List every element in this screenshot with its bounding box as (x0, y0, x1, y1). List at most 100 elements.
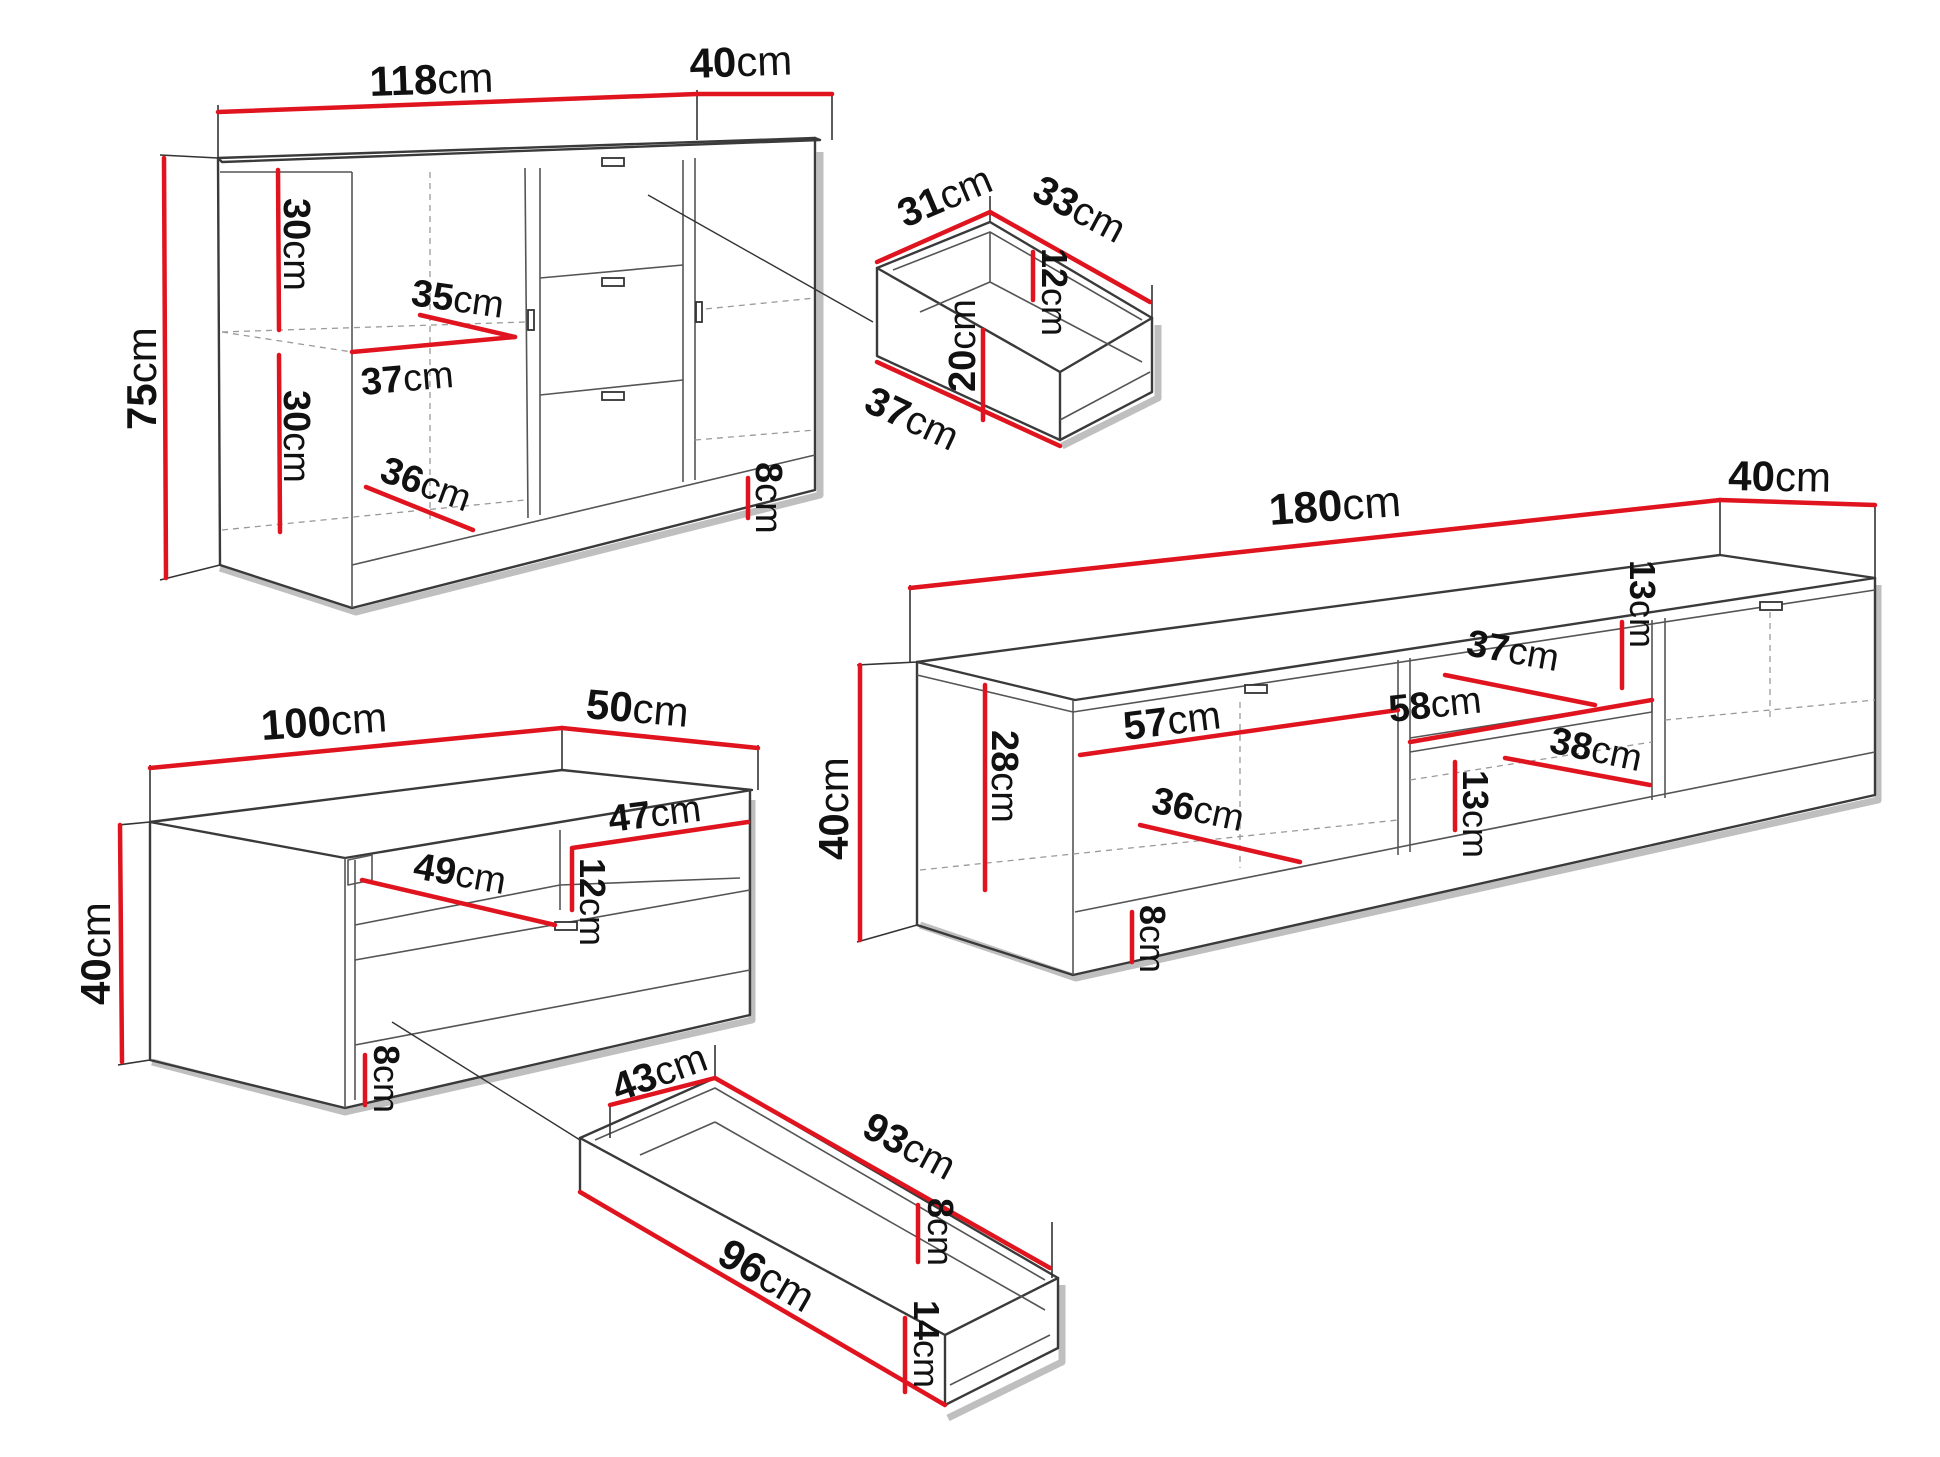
label-coffee-height: 40cm (72, 902, 119, 1005)
sideboard-drawer-leader (647, 194, 874, 323)
sideboard-drawer-handle-1 (601, 157, 625, 167)
tv-unit-drawing: 180cm 40cm 40cm 28cm 57cm 36cm 58cm 37cm… (810, 452, 1882, 982)
tv-unit-plinth (1074, 751, 1876, 913)
label-tv-compartment-height: 28cm (983, 730, 1025, 823)
label-tv-niche-width: 58cm (1387, 679, 1484, 730)
tv-unit-handle-2 (1759, 601, 1783, 611)
drawer1-inner-floor (919, 281, 991, 313)
drawer2-inner-rim (594, 1087, 1046, 1281)
tv-unit-hidden-1 (919, 819, 1399, 871)
label-tv-depth: 40cm (1728, 452, 1832, 501)
dim-drawer1-width (874, 209, 993, 265)
label-tv-compartment-width: 57cm (1121, 693, 1223, 749)
label-sideboard-height: 75cm (118, 327, 165, 430)
sideboard-hidden-shelf-4 (694, 297, 816, 311)
label-drawer2-inner-height: 8cm (920, 1198, 961, 1266)
drawer2-inner-floor (639, 1121, 716, 1156)
dim-tv-shelf-depth (1502, 755, 1653, 788)
dim-tv-compartment-width (1077, 707, 1401, 758)
ext-line (856, 924, 918, 943)
label-sideboard-shelf-width: 37cm (359, 354, 455, 404)
dim-coffee-width (147, 725, 565, 771)
label-tv-lower-niche: 13cm (1455, 770, 1496, 858)
dim-drawer2-depth (712, 1075, 1053, 1271)
label-drawer1-inner-height: 12cm (1034, 248, 1075, 336)
sideboard-door-knob-2 (695, 301, 703, 323)
sideboard-hidden-shelf-5 (694, 429, 816, 441)
dim-tv-niche-width (1407, 697, 1655, 745)
sideboard-drawer-handle-3 (601, 391, 625, 401)
sideboard-hidden-shelf-2 (221, 499, 526, 531)
label-tv-height: 40cm (810, 757, 857, 860)
label-tv-compartment-depth: 36cm (1148, 780, 1248, 840)
coffee-table-drawer-bottom (354, 969, 751, 1046)
drawer2-top-rim (578, 1076, 1060, 1337)
sideboard-drawer-detail: 31cm 33cm 12cm 20cm 37cm (858, 158, 1162, 460)
sideboard-door-knob-1 (527, 309, 535, 331)
label-tv-shelf-depth: 38cm (1546, 720, 1646, 780)
dim-tv-niche-depth (1442, 672, 1598, 708)
dim-sideboard-width (215, 91, 700, 115)
sideboard-hidden-shelf-3 (221, 331, 353, 353)
sideboard-drawer-line-1 (539, 264, 684, 279)
ext-line (159, 564, 221, 581)
label-drawer2-front-width: 96cm (711, 1229, 823, 1321)
sideboard-drawer-handle-2 (601, 277, 625, 287)
coffee-table-top (148, 768, 754, 860)
dim-drawer1-depth (987, 209, 1153, 305)
label-tv-plinth: 8cm (1132, 905, 1173, 973)
tv-unit-hidden-4 (1664, 699, 1876, 721)
label-coffee-shelf-width: 49cm (410, 846, 509, 904)
label-coffee-shelf-depth: 47cm (606, 788, 703, 841)
tv-unit-inner-top (916, 589, 1876, 713)
drawer2-side (943, 1276, 1060, 1407)
label-coffee-plinth: 8cm (366, 1045, 407, 1113)
label-tv-niche-depth: 37cm (1463, 623, 1562, 681)
tv-unit-handle-1 (1244, 684, 1268, 694)
sideboard-top (216, 136, 822, 164)
label-drawer1-front-height: 20cm (942, 299, 984, 392)
drawer1-runner (1059, 371, 1151, 421)
dim-drawer2-width (607, 1075, 718, 1108)
dim-coffee-depth (559, 725, 761, 751)
drawer1-side (1058, 316, 1154, 442)
label-sideboard-shelf-upper: 30cm (275, 198, 317, 291)
coffee-table-drawer-leader (391, 1021, 581, 1141)
label-coffee-shelf-height: 12cm (572, 858, 613, 946)
label-drawer2-depth: 93cm (856, 1104, 963, 1189)
label-tv-width: 180cm (1267, 477, 1402, 535)
sideboard-drawer-line-2 (539, 379, 684, 396)
sideboard-shadow (218, 152, 824, 616)
label-drawer2-front-height: 14cm (906, 1300, 947, 1388)
sideboard-door-divider-1 (524, 167, 529, 519)
label-coffee-width: 100cm (259, 693, 388, 749)
label-sideboard-shelf-depth: 35cm (409, 272, 507, 327)
dim-coffee-shelf-depth (569, 819, 751, 851)
drawer2-runner (949, 1334, 1051, 1386)
tv-unit-outline (915, 576, 1877, 977)
dim-drawer1-front-width (874, 359, 1063, 449)
drawer2-inner-back (714, 1121, 1046, 1311)
ext-line (117, 1059, 151, 1066)
tv-unit-top (915, 553, 1877, 702)
dim-tv-depth (1717, 497, 1878, 508)
label-sideboard-plinth: 8cm (747, 462, 789, 534)
dim-sideboard-shelf-width (349, 334, 518, 355)
dim-sideboard-bottom-width (363, 484, 476, 533)
coffee-table-drawing: 100cm 50cm 40cm 47cm 49cm 12cm 8cm (72, 680, 761, 1141)
drawer1-front (875, 266, 1062, 442)
dim-sideboard-shelf-lower (276, 352, 283, 535)
dim-sideboard-shelf-upper (275, 167, 282, 333)
ext-line (117, 821, 151, 826)
dim-tv-width (907, 497, 1723, 591)
coffee-table-corner-block (347, 854, 373, 886)
label-tv-niche-height: 13cm (1622, 560, 1663, 648)
ext-line (856, 661, 918, 666)
ext-line (159, 154, 219, 159)
label-sideboard-width: 118cm (369, 54, 494, 105)
coffee-table-shadow (151, 800, 756, 1116)
label-coffee-depth: 50cm (584, 680, 690, 736)
dim-sideboard-shelf-depth (417, 312, 518, 340)
